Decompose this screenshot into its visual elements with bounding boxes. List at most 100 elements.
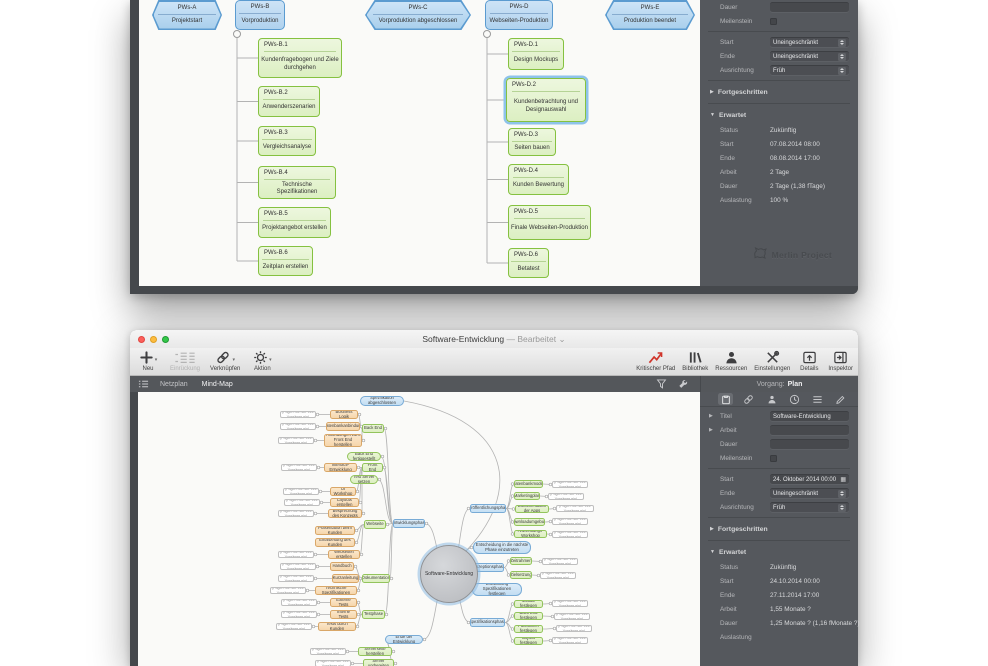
mindmap-canvas[interactable]: Spezifikation abgeschlossenEntwicklungsp… (138, 392, 700, 666)
disclosure-triangle-icon[interactable]: ▶ (709, 427, 713, 433)
mindmap-node-g_srv1[interactable]: Serverseite herstellen (358, 647, 392, 656)
checkbox-meilenstein[interactable] (770, 455, 777, 462)
mindmap-node-ts_hex[interactable]: Test Server setzen (350, 475, 378, 484)
mindmap-node-ende_entw[interactable]: Ende der Entwicklung (385, 635, 423, 644)
filter-icon[interactable] (656, 378, 667, 391)
section-header-fortgeschritten[interactable]: ▶Fortgeschritten (700, 84, 858, 100)
toolbar-button-ressourcen[interactable]: Ressourcen (715, 350, 747, 372)
mindmap-placeholder-node[interactable]: (Fügen Sie hier Ihre Vorgänge ein) (540, 572, 576, 579)
mindmap-placeholder-node[interactable]: (Fügen Sie hier Ihre Vorgänge ein) (281, 464, 317, 471)
select-ausrichtung[interactable]: Früh (770, 65, 849, 75)
mindmap-node-t_iface[interactable]: Interface-Entwicklung (324, 463, 357, 472)
style-wrench-icon[interactable] (677, 378, 688, 391)
disclosure-triangle-icon[interactable]: ▶ (709, 413, 713, 419)
task-PWs-B.5[interactable]: PWs-B.5Projektangebot erstellen (258, 207, 331, 238)
date-field-start[interactable]: 24. Oktober 2014 00:00▦ (770, 474, 849, 484)
mindmap-placeholder-node[interactable]: (Fügen Sie hier Ihre Vorgänge ein) (281, 599, 317, 606)
mindmap-placeholder-node[interactable]: (Fügen Sie hier Ihre Vorgänge ein) (310, 648, 346, 655)
task-PWs-D.1[interactable]: PWs-D.1Design Mockups (508, 38, 564, 70)
mindmap-node-doku[interactable]: Dokumentation (362, 574, 390, 583)
select-start[interactable]: Uneingeschränkt (770, 37, 849, 47)
mindmap-node-t_hand[interactable]: Handbuch (330, 562, 354, 571)
task-PWs-D.3[interactable]: PWs-D.3Seiten bauen (508, 128, 556, 156)
milestone-PWs-E[interactable]: PWs-EProduktion beendet (605, 0, 695, 30)
inspector-tab-person-icon[interactable] (764, 393, 779, 405)
toolbar-button-verkn-pfen[interactable]: ▾Verknüpfen (210, 350, 240, 372)
mindmap-node-t_bl[interactable]: Business Logik (330, 410, 358, 419)
inspector-tab-clipboard-icon[interactable] (718, 393, 733, 405)
mindmap-node-t_wse[interactable]: Webseiten erstellen (328, 550, 360, 559)
select-ende[interactable]: Uneingeschränkt (770, 51, 849, 61)
mindmap-node-t_ui[interactable]: UI Workshop (330, 487, 356, 496)
mindmap-node-ephase[interactable]: Entwicklungsphase (393, 519, 425, 528)
mindmap-placeholder-node[interactable]: (Fügen Sie hier Ihre Vorgänge ein) (542, 558, 578, 565)
mindmap-placeholder-node[interactable]: (Fügen Sie hier Ihre Vorgänge ein) (280, 411, 316, 418)
toolbar-button-einr-ckung[interactable]: Einrückung (170, 350, 200, 372)
mindmap-placeholder-node[interactable]: (Fügen Sie hier Ihre Vorgänge ein) (278, 551, 314, 558)
select-ende[interactable]: Uneingeschränkt (770, 488, 849, 498)
mindmap-node-t_fe[interactable]: Anbindungen zum Front End herstellen (324, 434, 362, 447)
mindmap-placeholder-node[interactable]: (Fügen Sie hier Ihre Vorgänge ein) (552, 481, 588, 488)
toolbar-button-einstellungen[interactable]: Einstellungen (754, 350, 790, 372)
mindmap-node-testph[interactable]: Testphase (362, 610, 385, 619)
mindmap-node-g_dlu[interactable]: Downloadumgebung (514, 518, 545, 526)
toolbar-button-bibliothek[interactable]: Bibliothek (682, 350, 708, 372)
mindmap-placeholder-node[interactable]: (Fügen Sie hier Ihre Vorgänge ein) (556, 625, 592, 632)
mindmap-node-t_int[interactable]: Interne Tests (330, 610, 357, 619)
mindmap-placeholder-node[interactable]: (Fügen Sie hier Ihre Vorgänge ein) (552, 531, 588, 538)
task-PWs-D.6[interactable]: PWs-D.6Betatest (508, 248, 549, 278)
mindmap-node-t_tspez[interactable]: Technische Spezifikationen (315, 586, 357, 595)
netzplan-canvas[interactable]: PWs-AProjektstartPWs-BVorproduktionPWs-C… (139, 0, 700, 286)
text-field-dauer[interactable] (770, 439, 849, 449)
task-PWs-D.5[interactable]: PWs-D.5Finale Webseiten-Produktion (508, 205, 591, 240)
mindmap-node-g_funk[interactable]: Funktionen festlegen (514, 625, 543, 633)
mindmap-node-g_zeit[interactable]: Zeitrahmen (510, 557, 532, 565)
mindmap-node-g_doka[interactable]: Dokumentation der Apps (515, 505, 549, 513)
activity-PWs-D[interactable]: PWs-DWebseiten-Produktion (485, 0, 553, 30)
mindmap-node-g_mark[interactable]: Marketingplan (514, 492, 540, 500)
task-PWs-D.2[interactable]: PWs-D.2Kundenbetrachtung und Designauswa… (506, 78, 586, 122)
toolbar-button-neu[interactable]: ▾Neu (136, 350, 160, 372)
mindmap-placeholder-node[interactable]: (Fügen Sie hier Ihre Vorgänge ein) (278, 510, 314, 517)
mindmap-node-t_lay[interactable]: Layouts erstellen (330, 498, 359, 507)
mindmap-node-spezph[interactable]: Spezifikationsphase (470, 618, 505, 627)
mindmap-node-frontend[interactable]: Front End (362, 463, 383, 472)
tab-netzplan[interactable]: Netzplan (153, 381, 195, 388)
mindmap-node-entsch[interactable]: Entscheidung in die nächste Phase einzut… (473, 541, 531, 554)
mindmap-node-backend[interactable]: Back End (362, 424, 384, 433)
mindmap-placeholder-node[interactable]: (Fügen Sie hier Ihre Vorgänge ein) (280, 563, 316, 570)
mindmap-placeholder-node[interactable]: (Fügen Sie hier Ihre Vorgänge ein) (281, 611, 317, 618)
section-header-erwartet[interactable]: ▼Erwartet (700, 107, 858, 123)
titlebar[interactable]: Software-Entwicklung — Bearbeitet ⌄ (130, 330, 858, 348)
mindmap-node-veroeff[interactable]: Veröffentlichungsphase (470, 504, 506, 513)
toolbar-button-kritischer-pfad[interactable]: Kritischer Pfad (636, 350, 675, 372)
mindmap-node-entw_spez[interactable]: Entwicklung Spezifikationen festlegen (472, 583, 522, 596)
mindmap-placeholder-node[interactable]: (Fügen Sie hier Ihre Vorgänge ein) (278, 575, 314, 582)
inspector-tab-clock-icon[interactable] (787, 393, 802, 405)
mindmap-placeholder-node[interactable]: (Fügen Sie hier Ihre Vorgänge ein) (552, 637, 588, 644)
mindmap-placeholder-node[interactable]: (Fügen Sie hier Ihre Vorgänge ein) (552, 600, 588, 607)
mindmap-node-t_kurz[interactable]: Kurzanleitung (332, 574, 359, 583)
milestone-PWs-A[interactable]: PWs-AProjektstart (152, 0, 222, 30)
section-header-erwartet[interactable]: ▼Erwartet (700, 544, 858, 560)
activity-PWs-B[interactable]: PWs-BVorproduktion (235, 0, 285, 30)
text-field-dauer[interactable] (770, 2, 849, 12)
mindmap-node-be_done[interactable]: Back End fertiggestellt (347, 452, 381, 461)
toolbar-button-inspektor[interactable]: Inspektor (828, 350, 853, 372)
task-PWs-D.4[interactable]: PWs-D.4Kunden Bewertung (508, 164, 569, 195)
mindmap-placeholder-node[interactable]: (Fügen Sie hier Ihre Vorgänge ein) (278, 437, 314, 444)
task-PWs-B.1[interactable]: PWs-B.1Kundenfragebogen und Ziele durchg… (258, 38, 342, 78)
inspector-tab-link-small-icon[interactable] (741, 393, 756, 405)
mindmap-node-g_dbm[interactable]: Datenbankmodell (514, 480, 543, 488)
calendar-icon[interactable]: ▦ (840, 477, 846, 483)
mindmap-placeholder-node[interactable]: (Fügen Sie hier Ihre Vorgänge ein) (270, 587, 306, 594)
mindmap-placeholder-node[interactable]: (Fügen Sie hier Ihre Vorgänge ein) (276, 623, 312, 630)
tab-mind-map[interactable]: Mind-Map (195, 381, 240, 388)
task-PWs-B.4[interactable]: PWs-B.4Technische Spezifikationen (258, 166, 336, 199)
section-header-fortgeschritten[interactable]: ▶Fortgeschritten (700, 521, 858, 537)
mindmap-placeholder-node[interactable]: (Fügen Sie hier Ihre Vorgänge ein) (548, 493, 584, 500)
mindmap-node-t_pres[interactable]: Präsentation beim Kunden (315, 526, 355, 535)
inspector-tab-pencil-icon[interactable] (833, 393, 848, 405)
mindmap-placeholder-node[interactable]: (Fügen Sie hier Ihre Vorgänge ein) (283, 488, 319, 495)
mindmap-placeholder-node[interactable]: (Fügen Sie hier Ihre Vorgänge ein) (554, 613, 590, 620)
